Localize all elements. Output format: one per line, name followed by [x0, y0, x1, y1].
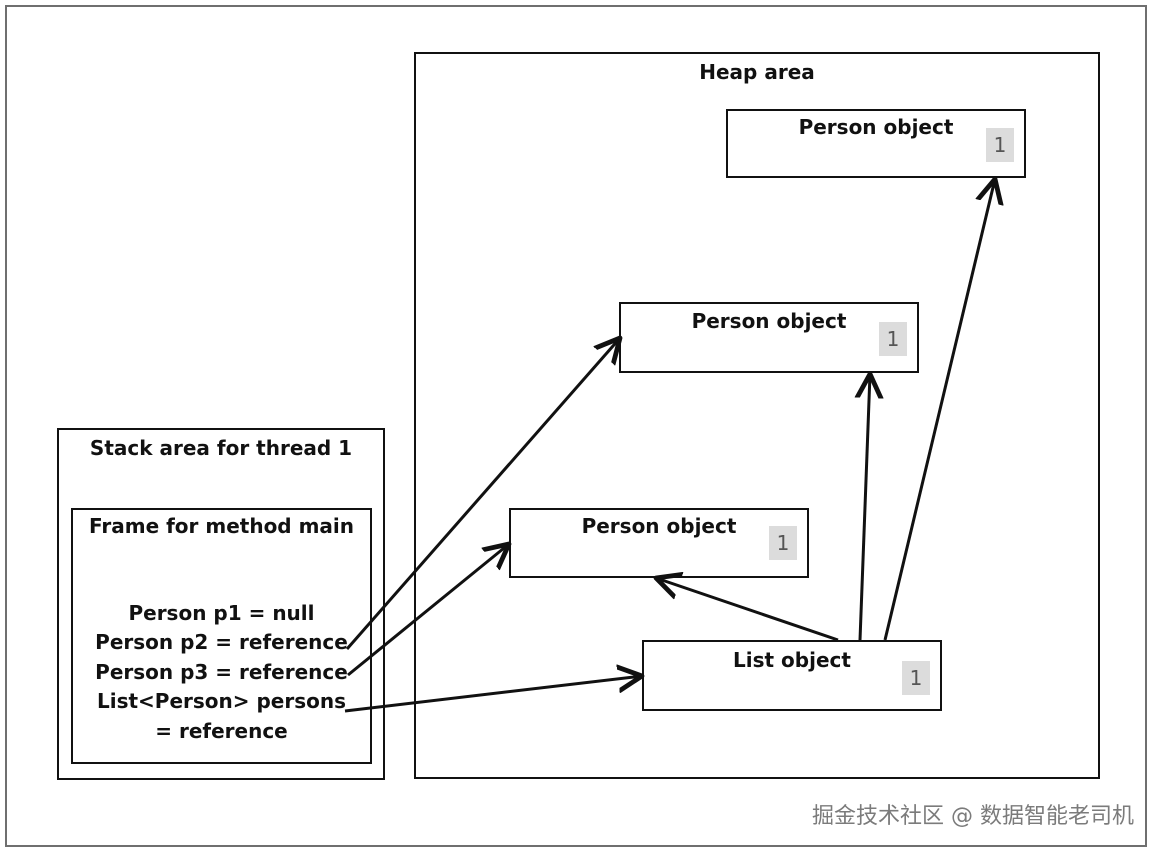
frame-variable-p1: Person p1 = null: [128, 601, 315, 625]
frame-variable-p2: Person p2 = reference: [95, 630, 348, 655]
person-object-middle-title: Person object: [691, 309, 847, 333]
list-object-count: 1: [902, 661, 930, 695]
frame-variable-list: Person p1 = null Person p2 = reference P…: [73, 599, 370, 746]
list-object-title: List object: [733, 648, 851, 672]
frame-variable-p3: Person p3 = reference: [95, 659, 348, 684]
person-object-lower-count: 1: [769, 526, 797, 560]
heap-area-title: Heap area: [699, 60, 815, 84]
list-object: List object 1: [642, 640, 942, 711]
frame-variable-persons: List<Person> persons: [96, 689, 347, 714]
main-frame-box: Frame for method main Person p1 = null P…: [71, 508, 372, 764]
person-object-middle-count: 1: [879, 322, 907, 356]
main-frame-title: Frame for method main: [88, 514, 355, 538]
person-object-top-title: Person object: [798, 115, 954, 139]
person-object-lower-title: Person object: [581, 514, 737, 538]
person-object-top: Person object 1: [726, 109, 1026, 178]
person-object-top-count: 1: [986, 128, 1014, 162]
watermark: 掘金技术社区 @ 数据智能老司机: [812, 804, 1134, 829]
stack-area-title: Stack area for thread 1: [89, 436, 353, 460]
frame-variable-persons-reference: = reference: [155, 718, 288, 743]
person-object-lower: Person object 1: [509, 508, 809, 578]
person-object-middle: Person object 1: [619, 302, 919, 373]
